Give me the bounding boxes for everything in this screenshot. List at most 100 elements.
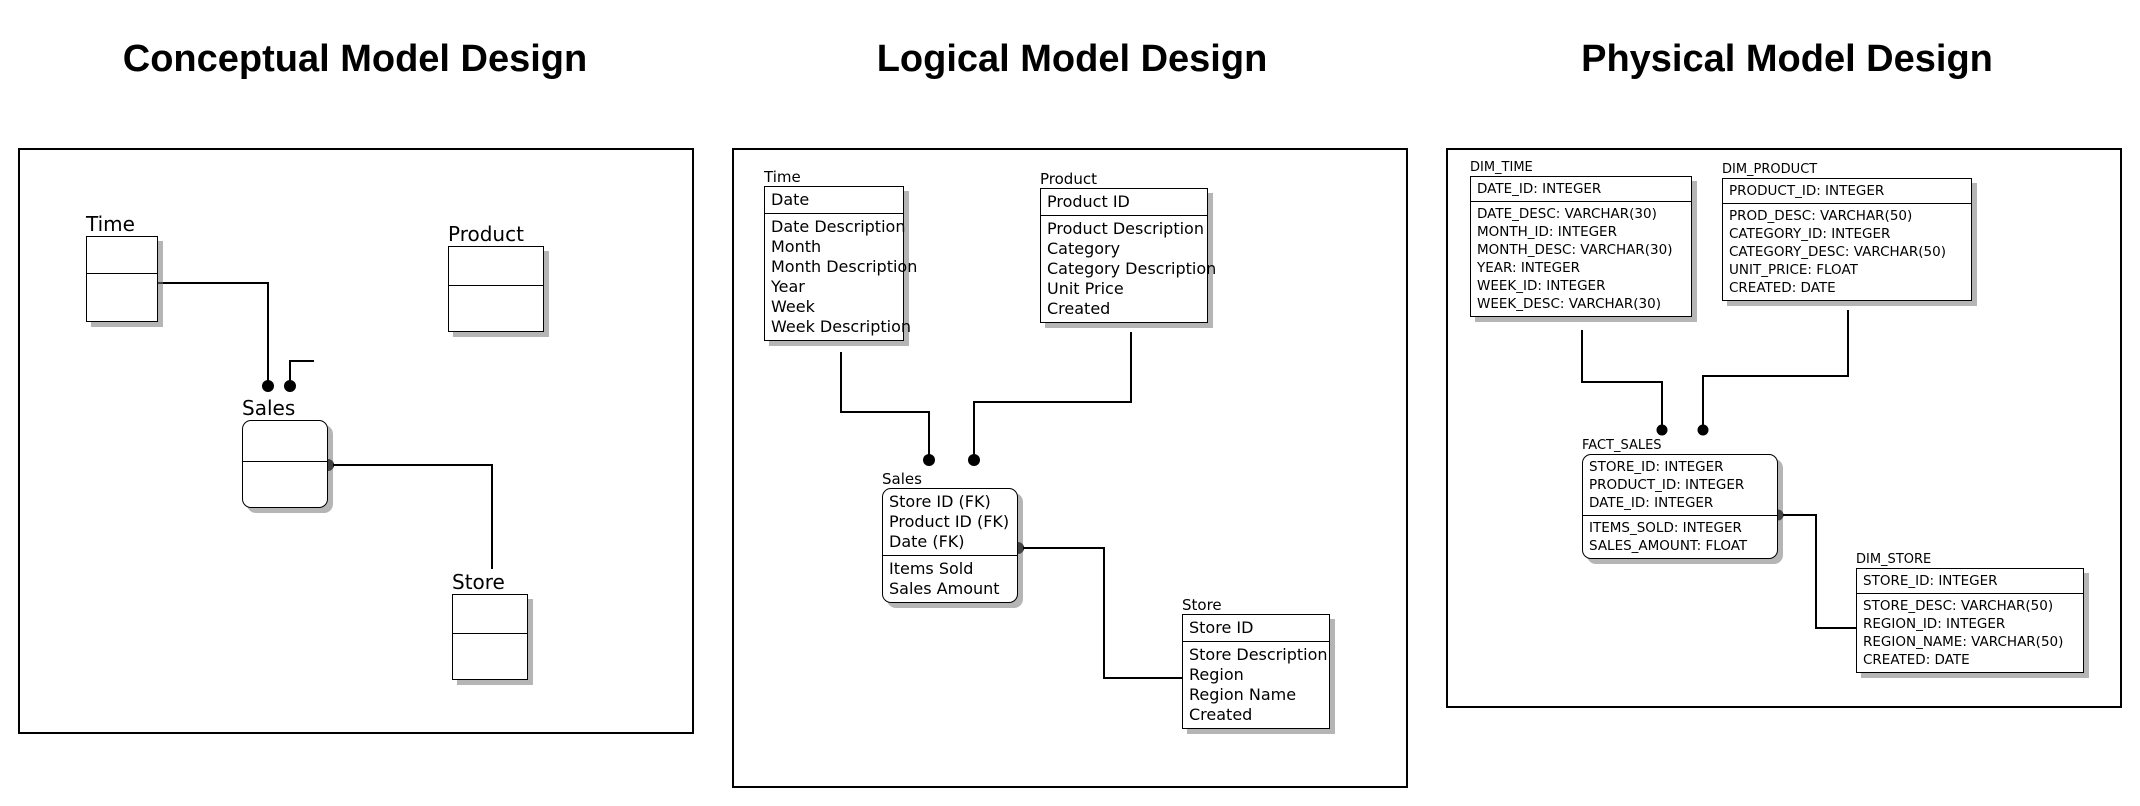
time-sales-end-dot [1656,424,1668,436]
physical-sales-label: FACT_SALES [1582,438,1662,453]
physical-diagram-panel: DIM_TIME DATE_ID: INTEGER DATE_DESC: VAR… [1446,148,2122,708]
logical-store-entity: Store ID Store Description Region Region… [1182,614,1330,729]
time-sales-end-dot [923,454,935,466]
logical-store-attrs: Store Description Region Region Name Cre… [1183,642,1329,728]
logical-connectors [840,332,1182,679]
store-sales-connector [1780,514,1856,629]
time-sales-connector [158,282,269,382]
logical-sales-key: Store ID (FK) Product ID (FK) Date (FK) [883,489,1017,556]
logical-product-attr-4: Created [1047,299,1111,318]
product-sales-end-dot [968,454,980,466]
logical-time-attr-5: Week Description [771,317,912,336]
physical-product-attr-1: CATEGORY_ID: INTEGER [1729,226,1891,242]
logical-title: Logical Model Design [876,38,1268,80]
physical-time-attr-3: YEAR: INTEGER [1477,260,1581,276]
logical-time-label: Time [764,168,801,186]
logical-product-label: Product [1040,170,1097,188]
physical-product-label: DIM_PRODUCT [1722,162,1818,177]
physical-product-key-0: PRODUCT_ID: INTEGER [1729,183,1885,199]
physical-product-attrs: PROD_DESC: VARCHAR(50) CATEGORY_ID: INTE… [1723,204,1971,300]
conceptual-sales-entity [242,420,328,508]
logical-time-attr-0: Date Description [771,217,906,236]
logical-product-entity: Product ID Product Description Category … [1040,188,1217,323]
product-sales-end-dot [1697,424,1709,436]
conceptual-time-label: Time [86,212,135,236]
conceptual-diagram-panel: Time Product Sales Store [18,148,694,734]
logical-sales-key-0: Store ID (FK) [889,492,991,511]
logical-store-attr-3: Created [1189,705,1253,724]
physical-sales-attr-1: SALES_AMOUNT: FLOAT [1589,538,1748,554]
conceptual-product-label: Product [448,222,524,246]
logical-product-attr-1: Category [1047,239,1121,258]
conceptual-product-entity [448,246,544,332]
logical-time-attrs: Date Description Month Month Description… [765,214,918,340]
physical-product-attr-0: PROD_DESC: VARCHAR(50) [1729,208,1913,224]
physical-sales-attrs: ITEMS_SOLD: INTEGER SALES_AMOUNT: FLOAT [1583,516,1777,558]
time-sales-connector [1581,330,1663,426]
logical-sales-key-2: Date (FK) [889,532,965,551]
physical-sales-key-2: DATE_ID: INTEGER [1589,495,1714,511]
logical-store-attr-0: Store Description [1189,645,1328,664]
product-sales-connector [973,332,1132,456]
logical-store-attr-1: Region [1189,665,1244,684]
logical-sales-attr-1: Sales Amount [889,579,1000,598]
physical-time-label: DIM_TIME [1470,160,1533,175]
logical-store-key-0: Store ID [1189,618,1254,637]
physical-product-attr-3: UNIT_PRICE: FLOAT [1729,262,1858,278]
logical-product-attr-2: Category Description [1047,259,1217,278]
conceptual-sales-label: Sales [242,396,296,420]
physical-time-attr-1: MONTH_ID: INTEGER [1477,224,1617,240]
logical-sales-attr-0: Items Sold [889,559,974,578]
logical-time-attr-4: Week [771,297,815,316]
logical-sales-label: Sales [882,470,922,488]
logical-time-attr-2: Month Description [771,257,918,276]
physical-store-attrs: STORE_DESC: VARCHAR(50) REGION_ID: INTEG… [1857,594,2083,672]
physical-time-attr-5: WEEK_DESC: VARCHAR(30) [1477,296,1661,312]
logical-time-attr-3: Year [771,277,805,296]
physical-time-attrs: DATE_DESC: VARCHAR(30) MONTH_ID: INTEGER… [1471,202,1691,316]
conceptual-time-entity [86,236,158,322]
logical-store-label: Store [1182,596,1222,614]
physical-sales-attr-0: ITEMS_SOLD: INTEGER [1589,520,1742,536]
physical-title: Physical Model Design [1581,38,1993,80]
logical-product-key-0: Product ID [1047,192,1130,211]
physical-store-key-0: STORE_ID: INTEGER [1863,573,1998,589]
logical-product-attr-3: Unit Price [1047,279,1124,298]
logical-store-attr-2: Region Name [1189,685,1297,704]
physical-sales-key-1: PRODUCT_ID: INTEGER [1589,477,1745,493]
conceptual-store-label: Store [452,570,505,594]
physical-store-attr-0: STORE_DESC: VARCHAR(50) [1863,598,2054,614]
logical-time-key-0: Date [771,190,810,209]
physical-store-key: STORE_ID: INTEGER [1857,569,2083,594]
logical-sales-key-1: Product ID (FK) [889,512,1010,531]
physical-store-label: DIM_STORE [1856,552,1932,567]
physical-store-attr-1: REGION_ID: INTEGER [1863,616,2006,632]
store-sales-connector [330,464,493,569]
product-sales-connector [1702,310,1849,426]
conceptual-store-entity [452,594,528,680]
physical-sales-entity: STORE_ID: INTEGER PRODUCT_ID: INTEGER DA… [1582,454,1778,559]
physical-product-key: PRODUCT_ID: INTEGER [1723,179,1971,204]
time-sales-end-dot [262,380,274,392]
time-sales-connector [840,352,930,456]
physical-time-key-0: DATE_ID: INTEGER [1477,181,1602,197]
logical-product-attr-0: Product Description [1047,219,1204,238]
physical-product-attr-4: CREATED: DATE [1729,280,1836,296]
physical-time-attr-0: DATE_DESC: VARCHAR(30) [1477,206,1657,222]
product-sales-connector [289,360,314,382]
physical-store-entity: STORE_ID: INTEGER STORE_DESC: VARCHAR(50… [1856,568,2084,673]
logical-time-entity: Date Date Description Month Month Descri… [764,186,918,341]
physical-time-attr-2: MONTH_DESC: VARCHAR(30) [1477,242,1673,258]
physical-time-entity: DATE_ID: INTEGER DATE_DESC: VARCHAR(30) … [1470,176,1692,317]
logical-time-attr-1: Month [771,237,822,256]
logical-product-key: Product ID [1041,189,1207,216]
product-sales-end-dot [284,380,296,392]
physical-product-attr-2: CATEGORY_DESC: VARCHAR(50) [1729,244,1946,260]
physical-sales-key-0: STORE_ID: INTEGER [1589,459,1724,475]
physical-sales-key: STORE_ID: INTEGER PRODUCT_ID: INTEGER DA… [1583,455,1777,516]
logical-sales-attrs: Items Sold Sales Amount [883,556,1017,602]
physical-product-entity: PRODUCT_ID: INTEGER PROD_DESC: VARCHAR(5… [1722,178,1972,301]
physical-time-attr-4: WEEK_ID: INTEGER [1477,278,1606,294]
store-sales-connector [1020,547,1182,679]
physical-store-attr-3: CREATED: DATE [1863,652,1970,668]
